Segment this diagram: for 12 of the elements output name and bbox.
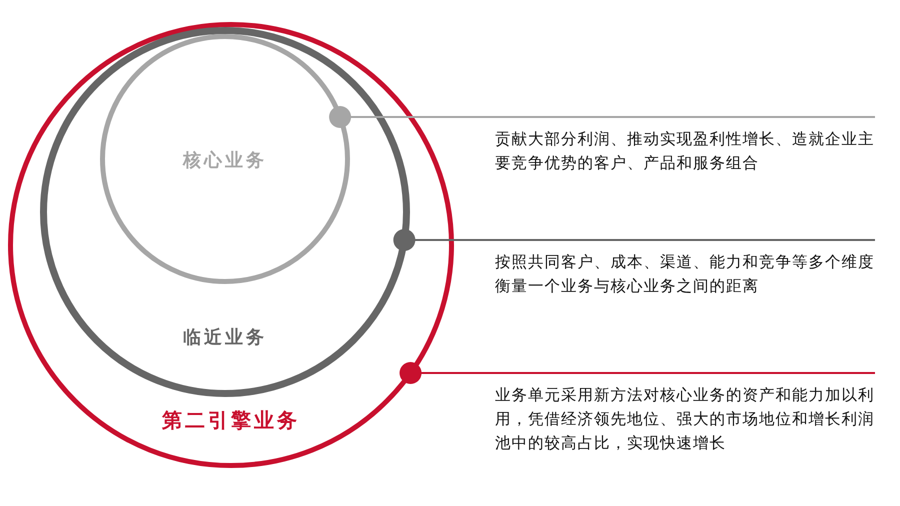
description-text: 贡献大部分利润、推动实现盈利性增长、造就企业主要竞争优势的客户、产品和服务组合	[495, 129, 876, 174]
middle-circle	[40, 27, 410, 397]
circle-label: 第二引擎业务	[161, 407, 301, 434]
description-text: 业务单元采用新方法对核心业务的资产和能力加以利用，凭借经济领先地位、强大的市场地位和增长利润池中的较高占比，实现快速增长	[495, 385, 876, 454]
outer-circle	[8, 22, 454, 468]
leader-line	[400, 362, 422, 384]
leader-line	[329, 106, 362, 128]
inner-circle	[100, 34, 350, 284]
circle-label: 临近业务	[182, 326, 268, 349]
leader-line	[393, 229, 420, 251]
circle-label: 核心业务	[182, 149, 268, 172]
description-text: 按照共同客户、成本、渠道、能力和竞争等多个维度衡量一个业务与核心业务之间的距离	[495, 252, 876, 297]
